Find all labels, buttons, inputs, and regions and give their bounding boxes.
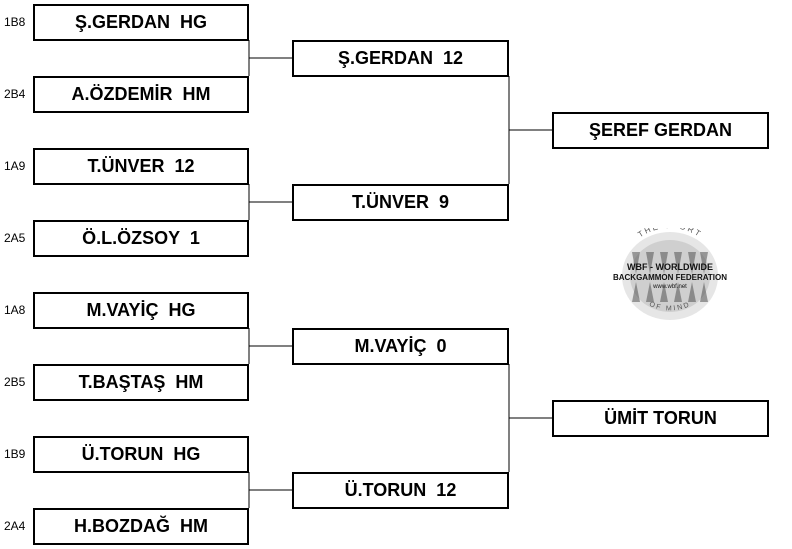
round1-match-box: A.ÖZDEMİR HM: [33, 76, 249, 113]
round1-match-box: M.VAYİÇ HG: [33, 292, 249, 329]
wbf-logo: THE SPORT WBF - WORLDWIDE BACKGAMMON FED…: [600, 221, 740, 324]
round2-match-box: T.ÜNVER 9: [292, 184, 509, 221]
svg-text:BACKGAMMON FEDERATION: BACKGAMMON FEDERATION: [613, 273, 727, 282]
round3-winner-box: ŞEREF GERDAN: [552, 112, 769, 149]
round1-match-box: T.ÜNVER 12: [33, 148, 249, 185]
svg-text:WBF - WORLDWIDE: WBF - WORLDWIDE: [627, 262, 713, 272]
round2-match-box: Ü.TORUN 12: [292, 472, 509, 509]
seed-label: 1A9: [4, 159, 26, 173]
round2-match-box: Ş.GERDAN 12: [292, 40, 509, 77]
round1-match-box: T.BAŞTAŞ HM: [33, 364, 249, 401]
seed-label: 2B4: [4, 87, 26, 101]
svg-text:www.wbf.net: www.wbf.net: [652, 284, 687, 290]
seed-label: 1B8: [4, 15, 26, 29]
round1-match-box: Ö.L.ÖZSOY 1: [33, 220, 249, 257]
seed-label: 2A5: [4, 231, 26, 245]
seed-label: 1B9: [4, 447, 26, 461]
round1-match-box: Ş.GERDAN HG: [33, 4, 249, 41]
round2-match-box: M.VAYİÇ 0: [292, 328, 509, 365]
round3-winner-box: ÜMİT TORUN: [552, 400, 769, 437]
seed-label: 2A4: [4, 519, 26, 533]
round1-match-box: H.BOZDAĞ HM: [33, 508, 249, 545]
svg-text:OF MIND: OF MIND: [648, 301, 692, 313]
round1-match-box: Ü.TORUN HG: [33, 436, 249, 473]
seed-label: 1A8: [4, 303, 26, 317]
seed-label: 2B5: [4, 375, 26, 389]
